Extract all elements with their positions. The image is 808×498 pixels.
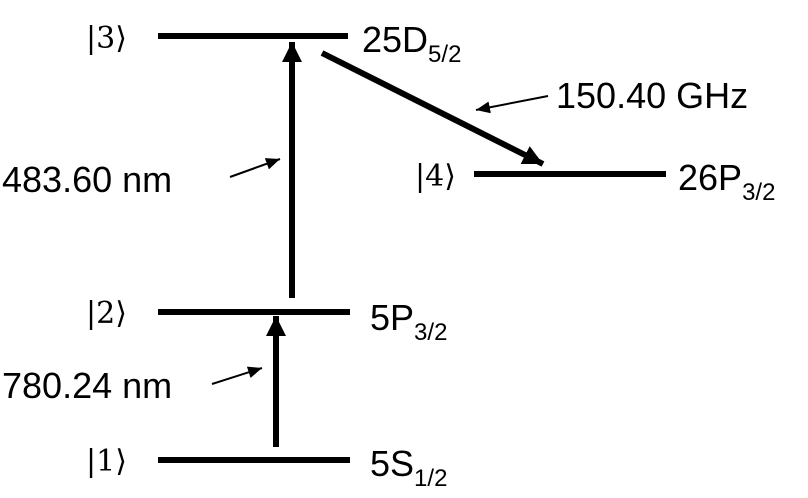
transition-label-780: 780.24 nm (2, 365, 172, 406)
term-label-level-1: 5S1/2 (370, 443, 447, 492)
pointer-arrow-780 (211, 366, 263, 385)
transition-arrow-3-4 (320, 50, 545, 167)
term-name-level-3: 25D (362, 19, 428, 60)
ket-level-1: |1⟩ (86, 444, 127, 479)
term-name-level-2: 5P (370, 297, 414, 338)
pointer-arrow-150 (475, 95, 549, 114)
ket-level-3: |3⟩ (86, 21, 127, 56)
term-name-level-4: 26P (678, 157, 742, 198)
term-sub-level-2: 3/2 (414, 319, 447, 346)
ket-level-4: |4⟩ (415, 159, 456, 194)
ket-level-2: |2⟩ (86, 296, 127, 331)
term-sub-level-1: 1/2 (414, 465, 447, 492)
pointer-arrow-483 (229, 158, 281, 178)
term-sub-level-3: 5/2 (428, 41, 461, 68)
term-label-level-4: 26P3/2 (678, 157, 775, 206)
term-name-level-1: 5S (370, 443, 414, 484)
term-sub-level-4: 3/2 (742, 179, 775, 206)
term-label-level-2: 5P3/2 (370, 297, 447, 346)
transition-label-150: 150.40 GHz (556, 75, 748, 116)
term-label-level-3: 25D5/2 (362, 19, 461, 68)
transition-label-483: 483.60 nm (2, 159, 172, 200)
